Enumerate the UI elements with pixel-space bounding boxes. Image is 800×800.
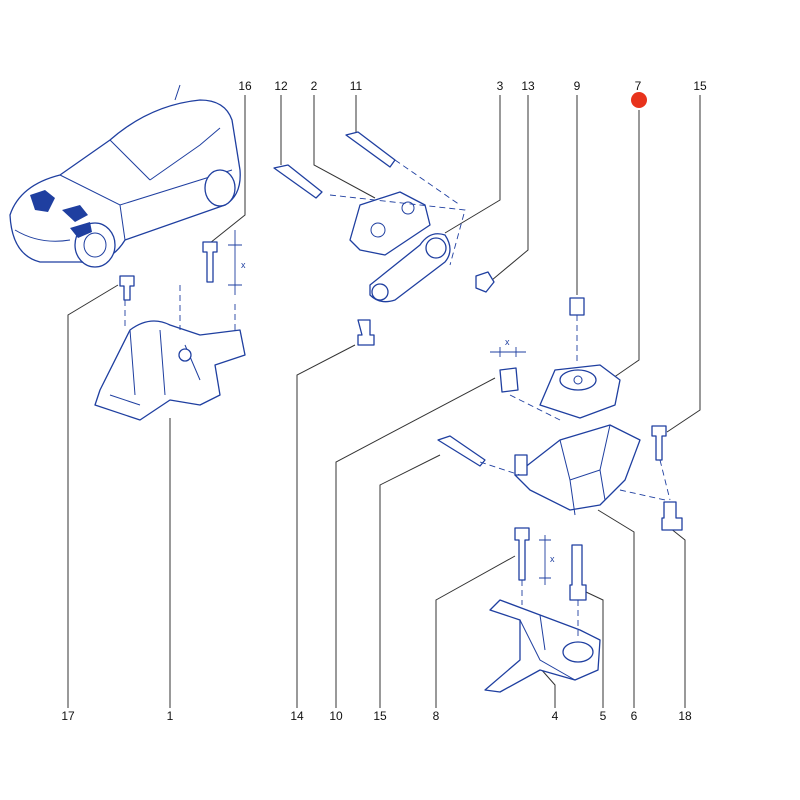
label-2[interactable]: 2 [310, 79, 318, 93]
label-12[interactable]: 12 [274, 79, 288, 93]
bolt-12[interactable] [273, 164, 323, 199]
bolt-17[interactable] [119, 275, 135, 301]
dimension-x-3: x [539, 535, 555, 585]
bolt-14[interactable] [357, 319, 375, 346]
label-9[interactable]: 9 [573, 79, 581, 93]
label-15-bottom[interactable]: 15 [373, 709, 387, 723]
label-8[interactable]: 8 [432, 709, 440, 723]
svg-text:x: x [550, 554, 555, 564]
label-7[interactable]: 7 [634, 79, 642, 93]
part-6-support-bracket[interactable] [514, 424, 641, 516]
dimension-x-1: x [228, 230, 246, 295]
stud-5[interactable] [569, 544, 587, 601]
label-11[interactable]: 11 [349, 79, 363, 93]
label-5[interactable]: 5 [599, 709, 607, 723]
bushing-10[interactable] [499, 367, 519, 393]
bolt-11[interactable] [345, 131, 396, 168]
label-6[interactable]: 6 [630, 709, 638, 723]
bolt-8[interactable] [514, 527, 530, 581]
label-10[interactable]: 10 [329, 709, 343, 723]
bolt-16[interactable] [202, 241, 218, 283]
label-3[interactable]: 3 [496, 79, 504, 93]
stud-18[interactable] [661, 501, 683, 531]
label-18[interactable]: 18 [678, 709, 692, 723]
label-1[interactable]: 1 [166, 709, 174, 723]
highlight-dot-part-7[interactable] [631, 92, 647, 108]
label-15-top[interactable]: 15 [693, 79, 707, 93]
label-4[interactable]: 4 [551, 709, 559, 723]
part-7-gearbox-mount[interactable] [539, 364, 621, 419]
bolt-15-lower[interactable] [437, 435, 486, 467]
part-2-bracket[interactable] [349, 191, 431, 256]
nut-9[interactable] [569, 297, 585, 316]
label-14[interactable]: 14 [290, 709, 304, 723]
nut-13[interactable] [475, 271, 495, 293]
svg-text:x: x [505, 337, 510, 347]
car-location-sketch [9, 84, 241, 268]
label-13[interactable]: 13 [521, 79, 535, 93]
part-3-torque-rod[interactable] [369, 233, 451, 303]
leader-lines [67, 95, 701, 708]
label-16-top[interactable]: 16 [238, 79, 252, 93]
bolt-15-upper[interactable] [651, 425, 667, 461]
dimension-x-2: x [490, 337, 526, 357]
part-4-lower-bracket[interactable] [484, 599, 601, 693]
svg-text:x: x [241, 260, 246, 270]
label-17[interactable]: 17 [61, 709, 75, 723]
part-1-engine-mount[interactable] [94, 285, 246, 421]
